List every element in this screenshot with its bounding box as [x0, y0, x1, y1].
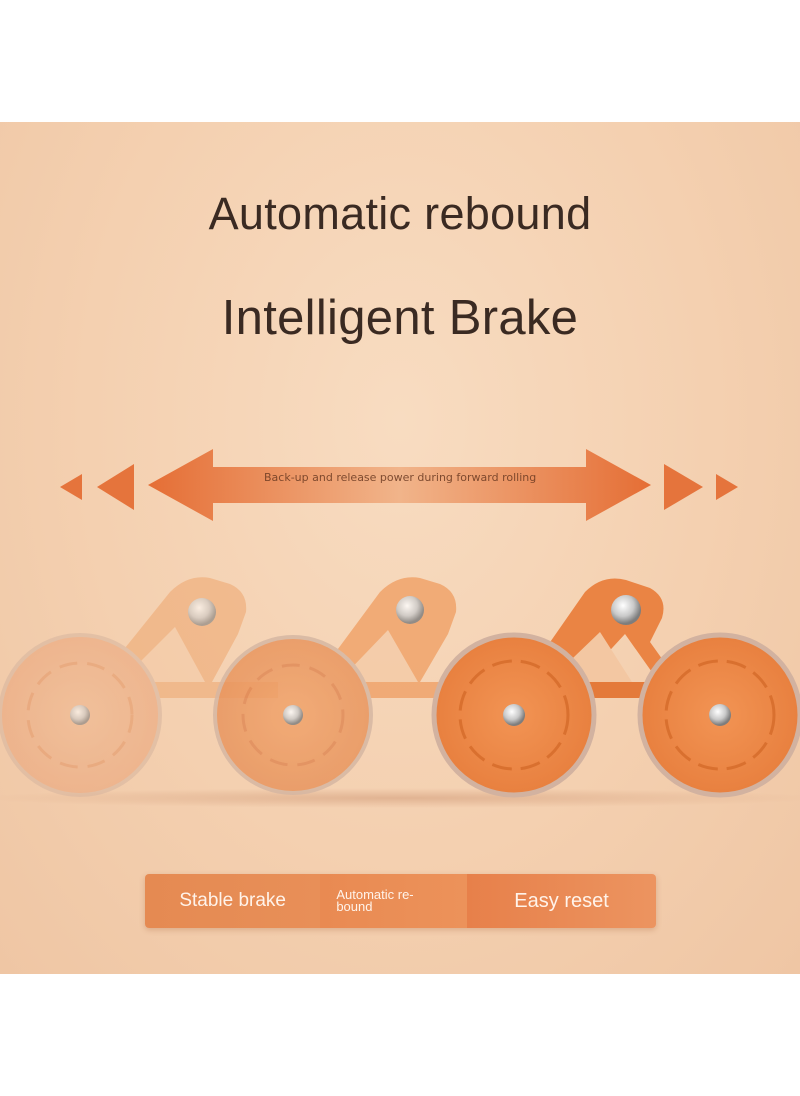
- headline-intelligent-brake: Intelligent Brake: [221, 291, 579, 345]
- left-arrow-small-icon: [60, 474, 82, 500]
- product-panel: Automatic rebound Intelligent Brake: [0, 122, 800, 974]
- roller-faded-middle: [213, 577, 486, 795]
- feature-label: Easy reset: [514, 889, 609, 912]
- roller-ab-wheel: [431, 578, 800, 798]
- feature-label: Stable brake: [179, 890, 286, 911]
- feature-label: Automatic re-bound: [336, 887, 414, 914]
- arrow-caption: Back-up and release power during forward…: [264, 471, 537, 484]
- feature-bar: Stable brake Automatic re-bound Easy res…: [145, 874, 656, 928]
- headline-automatic-rebound: Automatic rebound: [208, 188, 592, 239]
- right-arrow-medium-icon: [664, 464, 703, 510]
- double-arrow-icon: [148, 449, 651, 521]
- right-arrow-small-icon: [716, 474, 738, 500]
- product-illustration: [0, 449, 800, 808]
- feature-easy-reset: Easy reset: [467, 874, 656, 928]
- left-arrow-medium-icon: [97, 464, 134, 510]
- feature-automatic-rebound: Automatic re-bound: [320, 874, 468, 928]
- roller-faded-left: [0, 577, 278, 797]
- feature-stable-brake: Stable brake: [145, 874, 321, 928]
